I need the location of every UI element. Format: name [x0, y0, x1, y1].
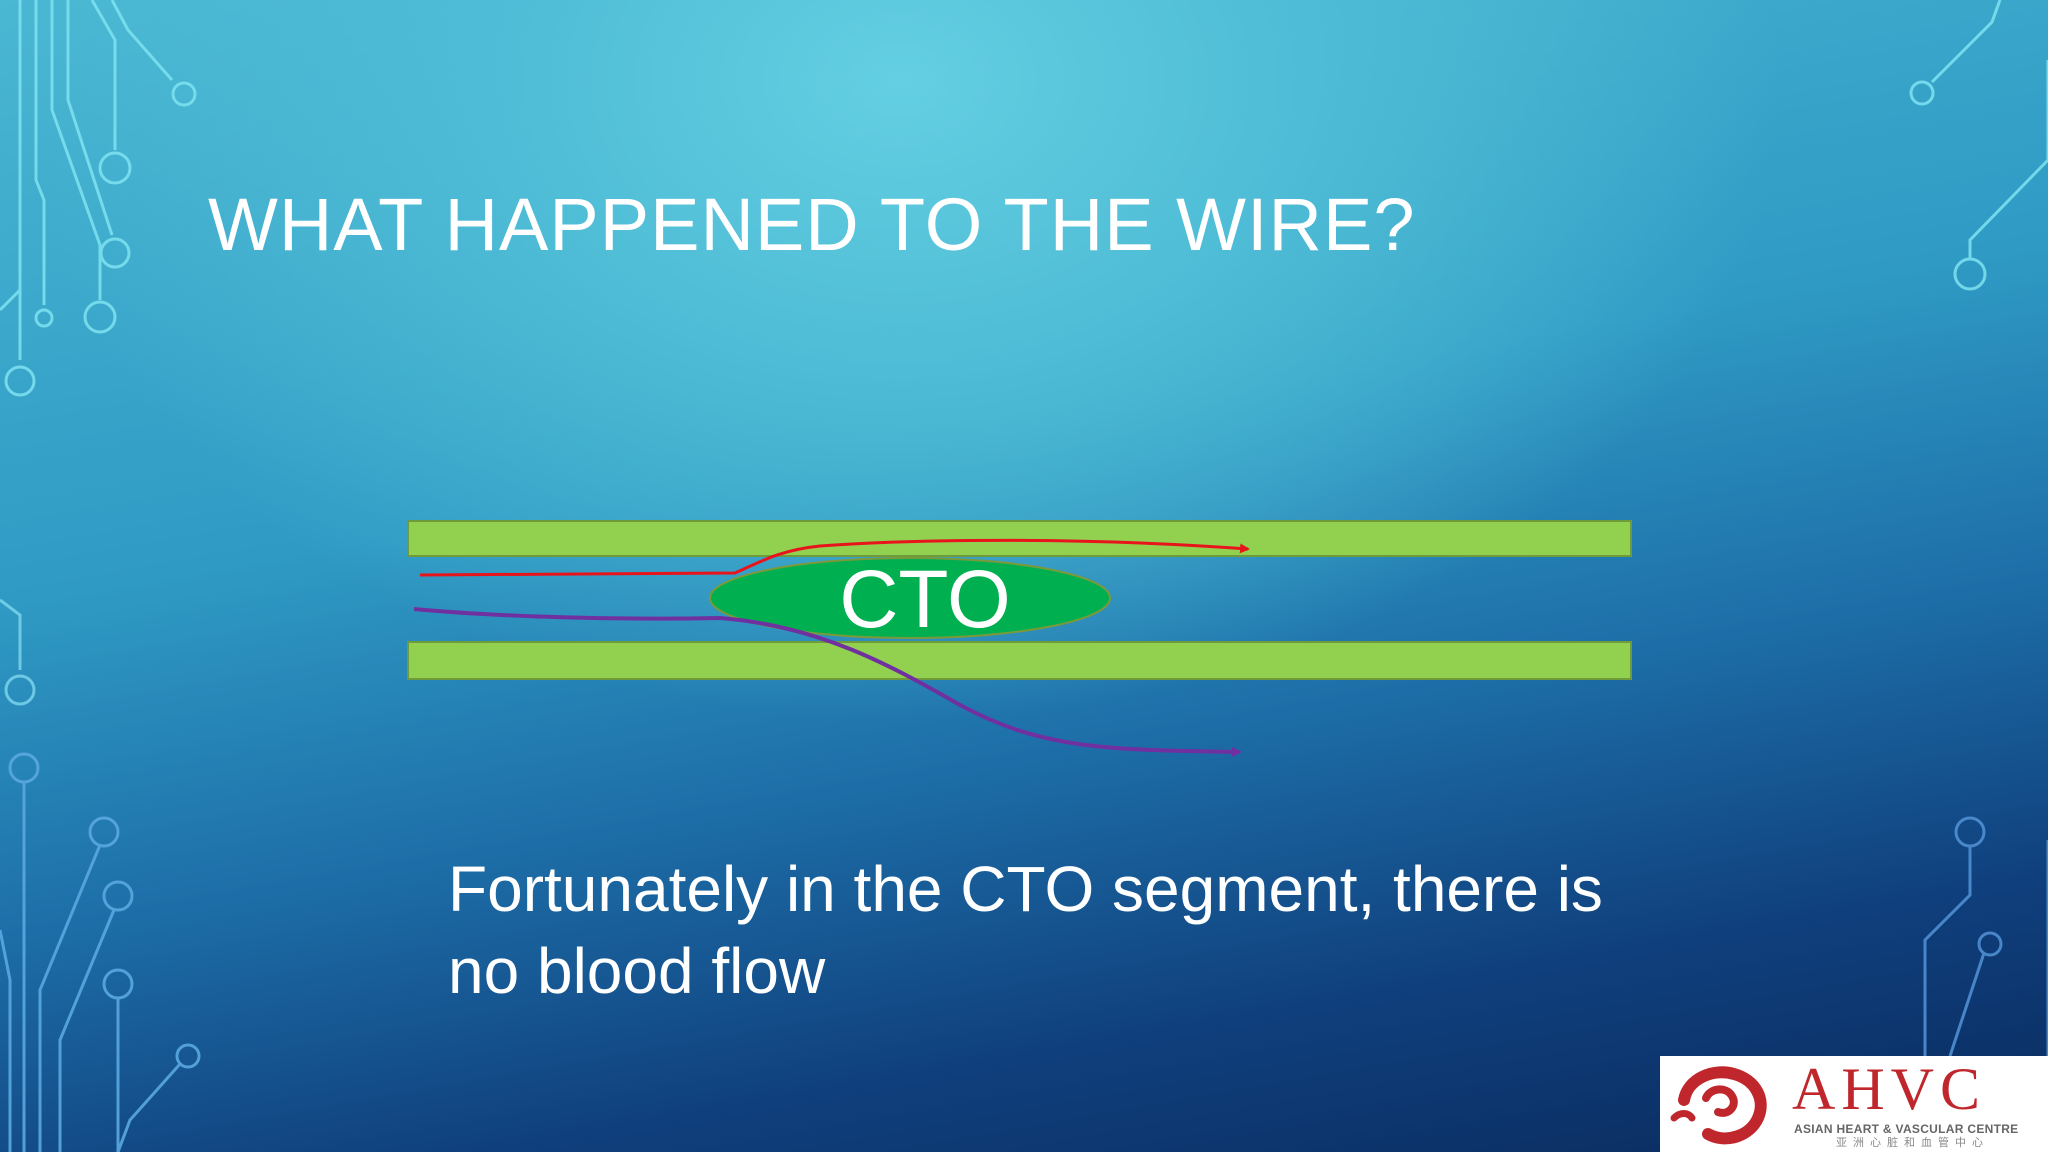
slide-caption: Fortunately in the CTO segment, there is…: [448, 853, 1603, 1007]
logo-subtitle: ASIAN HEART & VASCULAR CENTRE: [1794, 1122, 2019, 1136]
ahvc-logo: AHVC ASIAN HEART & VASCULAR CENTRE 亚洲心脏和…: [1660, 1056, 2048, 1152]
logo-letters: AHVC: [1792, 1056, 1987, 1122]
wire-upper-red: [419, 538, 1250, 577]
vessel-wall-upper: [407, 520, 1632, 557]
heart-swirl-icon: [1670, 1066, 1767, 1145]
cto-occlusion: [709, 557, 1111, 639]
slide-title: WHAT HAPPENED TO THE WIRE?: [208, 183, 1416, 266]
vessel-wall-lower: [407, 641, 1632, 680]
wire-lower-purple: [413, 607, 1242, 757]
logo-chinese: 亚洲心脏和血管中心: [1836, 1137, 1989, 1149]
cto-label: CTO: [839, 554, 1011, 645]
